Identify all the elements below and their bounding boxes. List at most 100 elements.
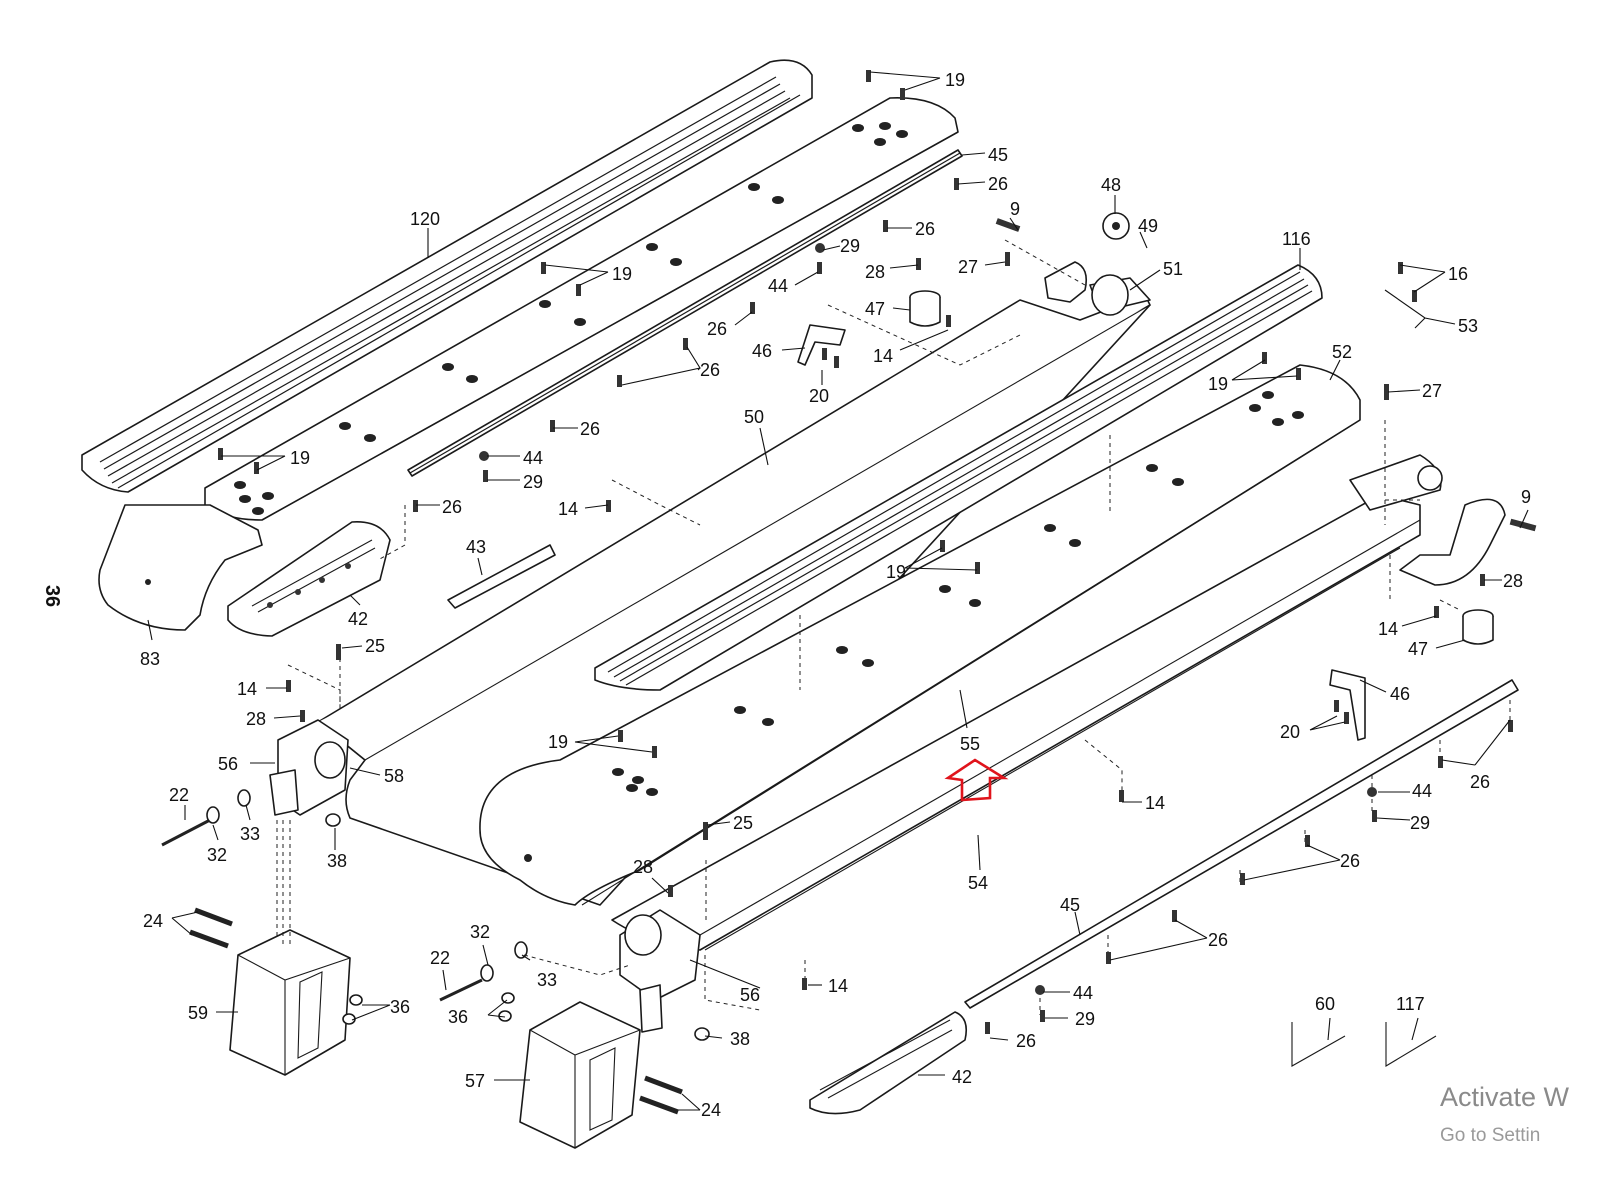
screw-fasteners — [218, 70, 1537, 1034]
part-47-bushing-top — [909, 290, 941, 327]
label-16: 16 — [1448, 264, 1468, 284]
label-38: 38 — [327, 851, 347, 871]
label-57: 57 — [465, 1071, 485, 1091]
label-26: 26 — [580, 419, 600, 439]
label-56: 56 — [740, 985, 760, 1005]
label-28: 28 — [1503, 571, 1523, 591]
label-26: 26 — [707, 319, 727, 339]
label-22: 22 — [430, 948, 450, 968]
label-14: 14 — [1378, 619, 1398, 639]
label-25: 25 — [365, 636, 385, 656]
label-33: 33 — [537, 970, 557, 990]
label-49: 49 — [1138, 216, 1158, 236]
label-46: 46 — [1390, 684, 1410, 704]
label-58: 58 — [384, 766, 404, 786]
label-26: 26 — [1208, 930, 1228, 950]
label-117: 117 — [1396, 994, 1425, 1014]
leader-lines — [147, 71, 1529, 1111]
label-14: 14 — [237, 679, 257, 699]
label-9: 9 — [1521, 487, 1531, 507]
label-29: 29 — [1410, 813, 1430, 833]
left-rail-plate — [204, 97, 959, 521]
label-59: 59 — [188, 1003, 208, 1023]
label-36: 36 — [448, 1007, 468, 1027]
label-44: 44 — [1412, 781, 1432, 801]
label-19: 19 — [945, 70, 965, 90]
part-83-left-end-cap — [98, 504, 263, 631]
label-42: 42 — [952, 1067, 972, 1087]
label-46: 46 — [752, 341, 772, 361]
label-32: 32 — [207, 845, 227, 865]
label-36: 36 — [390, 997, 410, 1017]
label-19: 19 — [1208, 374, 1228, 394]
label-29: 29 — [840, 236, 860, 256]
part-54-55-right-frame-rail — [611, 494, 1421, 951]
part-59-left-leg — [229, 929, 351, 1076]
label-14: 14 — [1145, 793, 1165, 813]
part-24-bolts-left — [189, 907, 233, 949]
label-45: 45 — [1060, 895, 1080, 915]
watermark-line-1: Activate W — [1440, 1082, 1570, 1112]
label-26: 26 — [1470, 772, 1490, 792]
label-47: 47 — [1408, 639, 1428, 659]
label-56: 56 — [218, 754, 238, 774]
label-26: 26 — [1016, 1031, 1036, 1051]
label-116: 116 — [1282, 229, 1311, 249]
part-46-bracket-top — [797, 324, 846, 366]
label-83: 83 — [140, 649, 160, 669]
label-19: 19 — [548, 732, 568, 752]
label-27: 27 — [958, 257, 978, 277]
label-42: 42 — [348, 609, 368, 629]
label-26: 26 — [915, 219, 935, 239]
part-42-right-side-cover — [809, 1011, 968, 1115]
label-28: 28 — [865, 262, 885, 282]
label-9: 9 — [1010, 199, 1020, 219]
label-19: 19 — [886, 562, 906, 582]
part-47-bushing-right — [1462, 609, 1494, 645]
label-44: 44 — [1073, 983, 1093, 1003]
part-56-58-left-front-bracket — [269, 719, 349, 816]
part-57-right-leg — [519, 1001, 641, 1149]
part-46-bracket-right — [1329, 669, 1366, 741]
part-120-left-foot-rail-cover — [81, 59, 813, 493]
label-14: 14 — [873, 346, 893, 366]
label-52: 52 — [1332, 342, 1352, 362]
label-54: 54 — [968, 873, 988, 893]
right-rear-bracket — [1399, 498, 1506, 586]
part-43-warning-decal — [447, 544, 556, 609]
watermark-line-2: Go to Settin — [1440, 1125, 1540, 1146]
part-42-left-side-cover — [227, 521, 391, 637]
part-number-labels: 19 45 26 120 26 19 48 9 49 116 29 27 28 … — [140, 70, 1531, 1120]
right-roller-end — [1349, 454, 1443, 511]
label-19: 19 — [612, 264, 632, 284]
part-56-right-front-bracket — [619, 909, 701, 1033]
label-26: 26 — [442, 497, 462, 517]
part-60-hex-key — [1291, 1022, 1346, 1067]
label-50: 50 — [744, 407, 764, 427]
label-55: 55 — [960, 734, 980, 754]
part-22-bolt-right — [439, 978, 483, 1002]
part-45-trim-strip-top — [407, 149, 963, 477]
part-22-bolt-left — [161, 818, 211, 847]
label-32: 32 — [470, 922, 490, 942]
label-14: 14 — [558, 499, 578, 519]
label-60: 60 — [1315, 994, 1335, 1014]
part-48-pulley — [1102, 212, 1130, 240]
label-45: 45 — [988, 145, 1008, 165]
label-44: 44 — [768, 276, 788, 296]
part-24-bolts-right — [639, 1075, 683, 1115]
label-53: 53 — [1458, 316, 1478, 336]
label-26: 26 — [988, 174, 1008, 194]
label-27: 27 — [1422, 381, 1442, 401]
label-20: 20 — [1280, 722, 1300, 742]
label-44: 44 — [523, 448, 543, 468]
label-14: 14 — [828, 976, 848, 996]
label-38: 38 — [730, 1029, 750, 1049]
label-51: 51 — [1163, 259, 1183, 279]
label-26: 26 — [1340, 851, 1360, 871]
highlight-arrow-marker — [944, 758, 1009, 802]
label-26: 26 — [700, 360, 720, 380]
part-116-right-foot-rail-cover — [594, 264, 1323, 691]
label-25: 25 — [733, 813, 753, 833]
